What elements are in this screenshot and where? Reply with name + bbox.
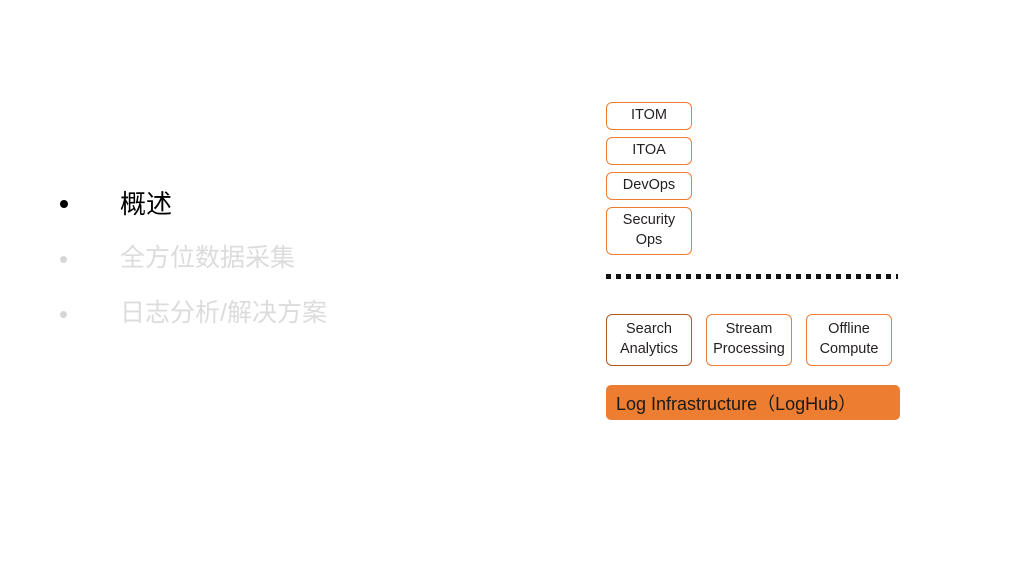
agenda-item-label: 概述 bbox=[120, 188, 173, 219]
scenario-box-security-ops[interactable]: Security Ops bbox=[606, 207, 692, 255]
agenda-item-data-collection[interactable]: 全方位数据采集 bbox=[52, 231, 532, 286]
capability-box-label: Search Analytics bbox=[620, 320, 678, 359]
capability-box-search-analytics[interactable]: Search Analytics bbox=[606, 314, 692, 366]
agenda-list: 概述 全方位数据采集 日志分析/解决方案 bbox=[52, 176, 532, 341]
capability-box-label: Stream Processing bbox=[713, 320, 785, 359]
scenario-box-itom[interactable]: ITOM bbox=[606, 102, 692, 130]
bullet-icon bbox=[60, 310, 67, 318]
agenda-item-label: 全方位数据采集 bbox=[120, 244, 296, 272]
scenario-box-stack: ITOM ITOA DevOps Security Ops bbox=[606, 102, 900, 255]
capability-box-row: Search Analytics Stream Processing Offli… bbox=[606, 314, 900, 366]
architecture-diagram: ITOM ITOA DevOps Security Ops Search Ana… bbox=[606, 102, 900, 420]
agenda-item-overview[interactable]: 概述 bbox=[52, 176, 532, 231]
scenario-box-label: ITOM bbox=[631, 107, 667, 124]
scenario-box-label: Security Ops bbox=[622, 212, 676, 248]
capability-box-stream-processing[interactable]: Stream Processing bbox=[706, 314, 792, 366]
capability-box-label-line1: Stream bbox=[725, 321, 773, 338]
bullet-icon bbox=[60, 255, 67, 263]
agenda-item-label: 日志分析/解决方案 bbox=[120, 299, 327, 327]
capability-box-label-line1: Offline bbox=[828, 321, 870, 338]
scenario-box-label: DevOps bbox=[622, 177, 676, 194]
capability-box-label-line2: Processing bbox=[713, 341, 785, 357]
capability-box-label-line2: Compute bbox=[819, 341, 879, 357]
scenario-box-label: ITOA bbox=[632, 142, 666, 159]
agenda-item-log-analysis[interactable]: 日志分析/解决方案 bbox=[52, 286, 532, 341]
capability-box-offline-compute[interactable]: Offline Compute bbox=[806, 314, 892, 366]
infrastructure-bar-label: Log Infrastructure（LogHub） bbox=[616, 393, 857, 414]
capability-box-label-line2: Analytics bbox=[619, 341, 679, 357]
scenario-box-devops[interactable]: DevOps bbox=[606, 172, 692, 200]
capability-box-label-line1: Search bbox=[626, 321, 672, 338]
dotted-divider bbox=[606, 274, 898, 279]
capability-box-label: Offline Compute bbox=[820, 320, 879, 359]
infrastructure-bar[interactable]: Log Infrastructure（LogHub） bbox=[606, 385, 900, 420]
bullet-icon bbox=[60, 199, 68, 208]
scenario-box-itoa[interactable]: ITOA bbox=[606, 137, 692, 165]
